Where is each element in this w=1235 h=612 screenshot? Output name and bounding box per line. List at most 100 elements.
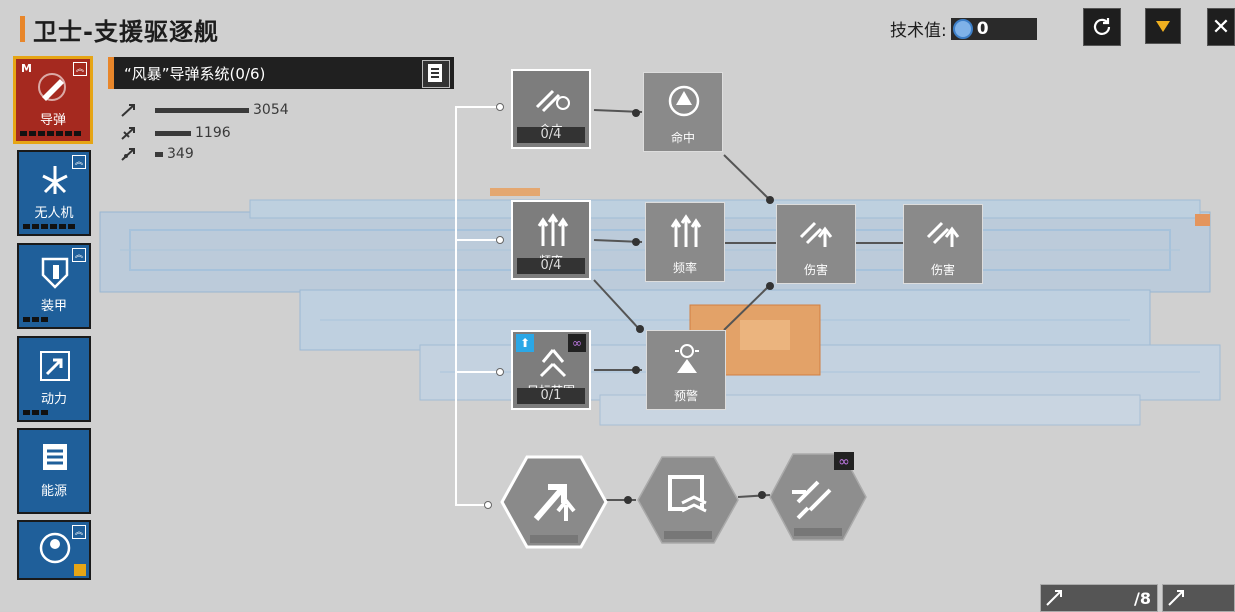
refresh-icon: [1093, 18, 1111, 35]
connector-point: [766, 196, 774, 204]
title-accent: [20, 16, 25, 42]
category-mark: M: [21, 62, 32, 75]
tech-point-icon: [952, 18, 973, 39]
page-title-bar: 卫士-支援驱逐舰: [20, 12, 219, 46]
connector-point: [496, 236, 504, 244]
connector-point: [484, 501, 492, 509]
page-title: 卫士-支援驱逐舰: [33, 17, 219, 46]
tech-value: 0: [976, 18, 989, 39]
missile-icon: [1046, 590, 1062, 606]
stat-value: 1196: [195, 125, 231, 141]
category-label: 导弹: [39, 113, 66, 128]
category-label: 能源: [40, 484, 67, 499]
stat-value: 349: [167, 146, 194, 162]
node-hex-boost[interactable]: [500, 455, 608, 549]
system-title: “风暴”导弹系统(0/6): [124, 64, 266, 83]
category-armor[interactable]: ︽ 装甲: [17, 243, 91, 329]
damage-icon: [799, 221, 833, 247]
node-damage-1[interactable]: 伤害: [776, 204, 856, 284]
category-label: 无人机: [34, 206, 74, 221]
missile-slot-counter[interactable]: /8: [1040, 584, 1158, 612]
hit-rate-icon: [535, 89, 570, 113]
node-rate[interactable]: 频率: [645, 202, 725, 282]
connector-point: [758, 491, 766, 499]
connector-point: [624, 496, 632, 504]
radar-icon: [35, 530, 75, 566]
link-icon: ∞: [568, 334, 586, 352]
upgrade-chevron-icon: ︽: [72, 525, 86, 539]
node-rate-main[interactable]: 频率 0/4: [511, 200, 591, 280]
armor-icon: [35, 255, 75, 291]
level-pips: [23, 224, 75, 229]
node-label: 伤害: [930, 263, 955, 277]
level-pips: [20, 131, 81, 136]
category-engine[interactable]: 动力: [17, 336, 91, 422]
node-label: 预警: [673, 389, 698, 403]
missile-slot-button[interactable]: [1162, 584, 1235, 612]
upgrade-chevron-icon: ︽: [72, 248, 86, 262]
stat-row-damage: 3054: [121, 101, 289, 119]
upgrade-chevron-icon: ︽: [73, 62, 87, 76]
energy-icon: [35, 440, 75, 476]
warning-badge-icon: [74, 564, 86, 576]
drone-icon: [35, 162, 75, 198]
link-icon: ∞: [838, 454, 850, 470]
close-button[interactable]: ✕: [1207, 8, 1235, 46]
reset-button[interactable]: [1083, 8, 1121, 46]
filter-button[interactable]: [1145, 8, 1181, 44]
node-label: 伤害: [803, 263, 828, 277]
node-damage-2[interactable]: 伤害: [903, 204, 983, 284]
missile-icon: [1168, 590, 1184, 606]
stat-row-antiair: 1196: [121, 124, 231, 142]
connector-point: [636, 325, 644, 333]
fire-rate-icon: [537, 213, 569, 246]
category-radar[interactable]: ︽: [17, 520, 91, 580]
slot-count: /8: [1134, 588, 1151, 608]
missile-antiair-icon: [121, 127, 135, 140]
node-label: 频率: [672, 261, 697, 275]
category-label: 动力: [40, 392, 67, 407]
stat-bar: [155, 130, 191, 136]
connector-point: [632, 238, 640, 246]
node-count: 0/4: [517, 127, 585, 143]
system-accent: [108, 57, 114, 89]
triangle-down-icon: [1156, 21, 1170, 32]
tech-points: 技术值: 0: [890, 16, 1037, 41]
engine-icon: [35, 348, 75, 384]
stat-value: 3054: [253, 102, 289, 118]
connector-point: [496, 103, 504, 111]
tech-value-box: 0: [950, 17, 1037, 40]
level-pips: [23, 410, 48, 415]
connector-point: [632, 366, 640, 374]
node-hex-missile[interactable]: ∞: [768, 452, 868, 542]
level-pips: [23, 317, 48, 322]
tech-label: 技术值:: [890, 21, 947, 41]
node-hex-armor[interactable]: [636, 455, 740, 545]
early-warning-icon: [675, 344, 699, 373]
stat-row-siege: 349: [121, 145, 194, 163]
missile-icon: [32, 69, 72, 105]
connector-point: [632, 109, 640, 117]
system-info-button[interactable]: [422, 60, 450, 88]
category-missile[interactable]: M ︽ 导弹: [13, 56, 93, 144]
node-label: 命中: [670, 131, 695, 145]
node-hit[interactable]: 命中: [643, 72, 723, 152]
fire-rate-icon: [670, 214, 702, 247]
node-hit-main[interactable]: 命中 0/4: [511, 69, 591, 149]
stat-bar: [155, 107, 249, 113]
upgrade-chevron-icon: ︽: [72, 155, 86, 169]
node-count: 0/4: [517, 258, 585, 274]
connector-point: [766, 282, 774, 290]
missile-damage-icon: [121, 104, 135, 117]
category-energy[interactable]: 能源: [17, 428, 91, 514]
node-warning[interactable]: 预警: [646, 330, 726, 410]
stat-bar: [155, 151, 163, 157]
close-icon: ✕: [1211, 14, 1231, 40]
target-range-icon: [539, 349, 567, 378]
node-range-main[interactable]: ⬆ ∞ 目标范围 0/1: [511, 330, 591, 410]
damage-icon: [926, 221, 960, 247]
missile-siege-icon: [121, 148, 135, 161]
category-drone[interactable]: ︽ 无人机: [17, 150, 91, 236]
node-count: 0/1: [517, 388, 585, 404]
